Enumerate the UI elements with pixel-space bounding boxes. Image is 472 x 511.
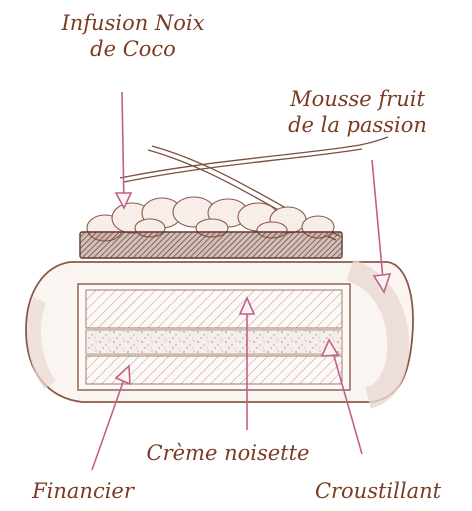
label-infusion-noix-de-coco: Infusion Noix de Coco <box>28 10 238 62</box>
label-creme-noisette: Crème noisette <box>128 440 328 466</box>
label-mousse-line2: de la passion <box>250 112 465 138</box>
label-infusion-line1: Infusion Noix <box>28 10 238 36</box>
label-mousse-fruit-de-la-passion: Mousse fruit de la passion <box>250 86 465 138</box>
creme-noisette-layer <box>86 290 342 328</box>
label-infusion-line2: de Coco <box>28 36 238 62</box>
label-mousse-line1: Mousse fruit <box>250 86 465 112</box>
label-croustillant: Croustillant <box>288 478 468 504</box>
label-financier: Financier <box>8 478 158 504</box>
